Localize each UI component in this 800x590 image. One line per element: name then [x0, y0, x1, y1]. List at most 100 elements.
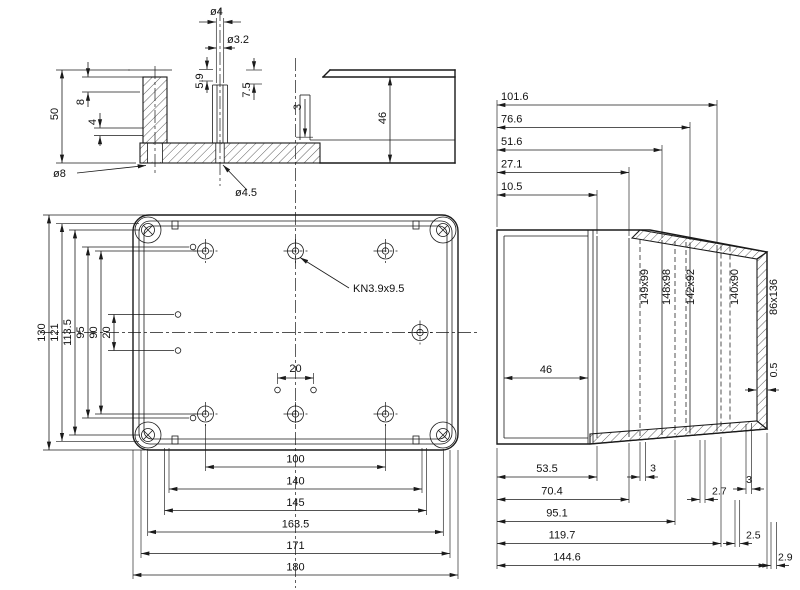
step-size-label-1: 149x99: [639, 269, 651, 305]
dim-plan-90: 90: [88, 250, 196, 415]
dim-label-100: 100: [286, 454, 304, 466]
dim-side-10-5: 10.5: [497, 181, 598, 198]
side-step-labels: 149x99 148x98 142x92 140x90 86x136: [639, 269, 780, 315]
screw-note-label: KN3.9x9.5: [353, 283, 404, 295]
dim-46-section: 46: [377, 77, 393, 163]
dim-side-3-step: 3: [627, 463, 658, 480]
dim-plan-145: 145: [164, 448, 427, 515]
pilot-hole: [189, 414, 197, 422]
dim-label-dia4-5: ø4.5: [235, 187, 257, 199]
dim-label-53-5: 53.5: [536, 463, 557, 475]
dim-plan-140: 140: [168, 448, 423, 493]
dim-label-20-left: 20: [101, 326, 113, 338]
step-size-label-3: 142x92: [685, 269, 697, 305]
dim-plan-130: 130: [36, 214, 145, 451]
dim-label-119-7: 119.7: [549, 530, 576, 542]
dim-label-163-5: 163.5: [282, 519, 310, 531]
dim-side-101-6: 101.6: [497, 91, 718, 108]
pilot-holes: [174, 243, 317, 422]
dim-side-46: 46: [503, 364, 589, 381]
pilot-hole: [174, 311, 182, 318]
mounting-boss: [373, 402, 398, 426]
dim-side-53-5: 53.5: [497, 463, 598, 480]
dim-plan-20-left: 20: [101, 314, 174, 351]
dim-label-145: 145: [286, 497, 304, 509]
pilot-hole: [274, 386, 281, 394]
dim-4: 4: [87, 113, 143, 146]
dim-side-3-wall: 3: [733, 423, 764, 494]
dim-plan-180: 180: [132, 450, 459, 579]
base-section-hatch: [139, 142, 321, 164]
section-view: ø4 ø3.2 5.9 7.5 3 46: [49, 6, 456, 199]
dim-label-5-9: 5.9: [194, 73, 206, 88]
dim-side-51-6: 51.6: [497, 136, 663, 153]
pilot-hole: [174, 347, 182, 354]
dim-label-76-6: 76.6: [501, 114, 522, 126]
pilot-hole: [310, 386, 317, 394]
side-outer-contour: [496, 229, 768, 445]
dim-side-76-6: 76.6: [497, 114, 691, 130]
dim-label-side-46: 46: [540, 364, 552, 376]
dim-label-10-5: 10.5: [501, 181, 522, 193]
dim-label-8: 8: [75, 99, 87, 105]
dim-label-46-section: 46: [377, 112, 389, 124]
mounting-boss: [408, 320, 432, 345]
dim-side-bottom-chain: 53.5 3 70.4 2.7 95.1 119.7: [496, 433, 793, 569]
dim-label-171: 171: [286, 540, 304, 552]
lid-bottom-wall-hatch: [589, 420, 769, 445]
dim-label-140: 140: [286, 476, 304, 488]
lid-right-wall-hatch: [756, 250, 768, 431]
dim-7-5: 7.5: [241, 58, 262, 100]
dim-8: 8: [75, 62, 143, 107]
pilot-hole: [189, 243, 197, 251]
dim-side-27-1: 27.1: [497, 159, 630, 175]
dim-label-2-7: 2.7: [712, 486, 727, 498]
dim-dia3-2: ø3.2: [205, 34, 249, 51]
dim-side-2-5: 2.5: [723, 530, 761, 546]
dim-side-0-5: 0.5: [745, 363, 780, 393]
plan-view: KN3.9x9.5 130 121 113.5 95 90: [36, 58, 478, 588]
step-size-label-2: 148x98: [661, 269, 673, 305]
dim-side-top-chain: 101.6 76.6 51.6 27.1 10.5: [496, 91, 718, 243]
dim-label-dia8: ø8: [53, 168, 66, 180]
dim-plan-100: 100: [205, 424, 386, 471]
dim-plan-171: 171: [140, 450, 451, 558]
dim-5-9: 5.9: [194, 57, 213, 93]
side-outline: [496, 229, 769, 445]
mounting-boss: [193, 239, 218, 263]
dim-label-dia4: ø4: [210, 6, 223, 18]
mounting-boss: [283, 402, 308, 426]
plan-outline: [40, 58, 478, 588]
dim-plan-20-bottom: 20: [277, 363, 314, 384]
dim-label-51-6: 51.6: [501, 136, 522, 148]
dim-label-4: 4: [87, 119, 99, 125]
dim-label-dia3-2: ø3.2: [227, 34, 249, 46]
dim-label-50: 50: [49, 108, 61, 120]
dim-label-180: 180: [286, 562, 304, 574]
step-size-label-4: 140x90: [729, 269, 741, 305]
dim-label-130: 130: [36, 323, 48, 341]
mounting-boss: [373, 239, 398, 263]
side-view: 149x99 148x98 142x92 140x90 86x136 101.6…: [496, 91, 793, 569]
dim-label-0-5: 0.5: [768, 363, 780, 378]
dim-label-3-wall: 3: [746, 474, 752, 486]
mounting-boss: [283, 239, 308, 263]
dim-label-144-6: 144.6: [553, 552, 581, 564]
dim-label-2-9: 2.9: [778, 552, 793, 564]
hole-8-void: [147, 144, 163, 162]
dim-label-113-5: 113.5: [62, 319, 74, 346]
dim-label-20-bottom: 20: [289, 363, 301, 375]
dim-label-95: 95: [75, 326, 87, 338]
dim-label-3-step: 3: [650, 463, 656, 475]
dim-plan-113-5: 113.5: [62, 229, 140, 436]
screw-note: KN3.9x9.5: [299, 257, 404, 295]
dim-label-70-4: 70.4: [541, 486, 562, 498]
dim-plan-121: 121: [49, 223, 139, 442]
dim-side-2-9: 2.9: [758, 552, 793, 568]
dim-label-7-5: 7.5: [241, 82, 253, 97]
dim-dia8: ø8: [53, 164, 147, 180]
dim-plan-95: 95: [75, 246, 189, 419]
dim-side-2-7: 2.7: [687, 486, 727, 502]
